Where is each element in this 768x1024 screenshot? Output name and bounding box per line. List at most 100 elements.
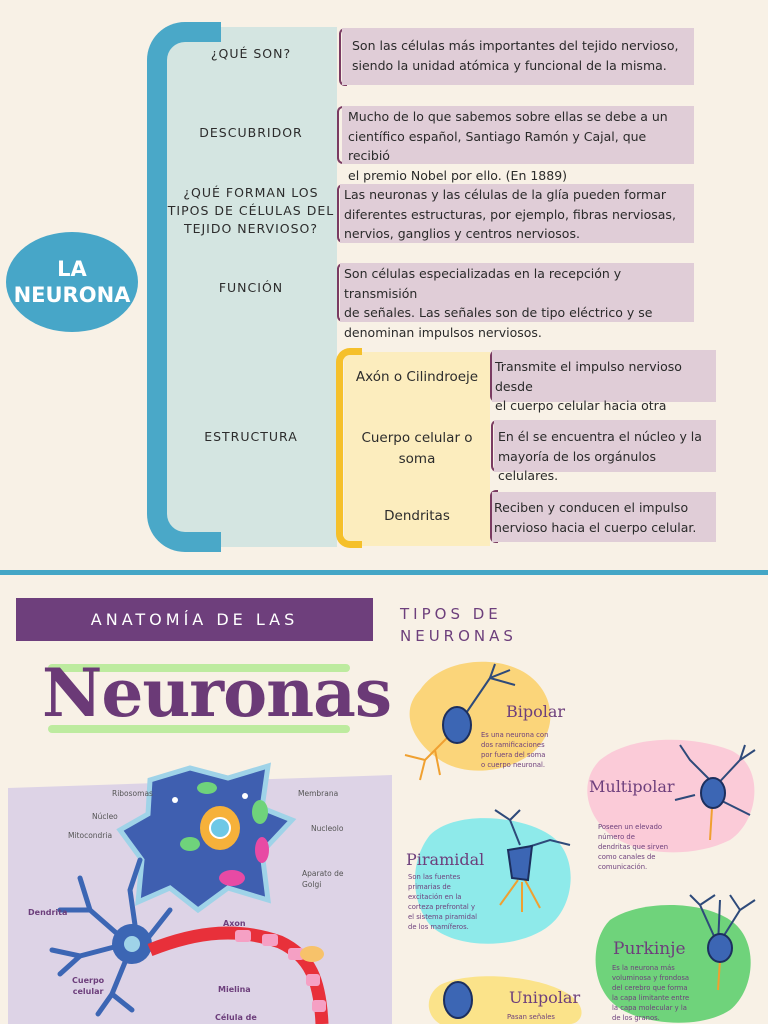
label-line: Cuerpo xyxy=(72,976,105,985)
center-title-line1: LA xyxy=(57,256,87,281)
question-que-son: ¿QUÉ SON? xyxy=(210,46,292,61)
question-line: ¿QUÉ FORMAN LOS xyxy=(183,185,319,200)
anatomy-banner: ANATOMÍA DE LAS xyxy=(16,598,373,641)
title-highlight-top xyxy=(48,664,350,672)
purkinje-blob xyxy=(595,905,751,1023)
type-bipolar-desc: Es una neurona con dos ramificaciones po… xyxy=(481,730,548,770)
type-purkinje-title: Purkinje xyxy=(613,939,686,959)
answer-line: Son células especializadas en la recepci… xyxy=(344,266,622,301)
bipolar-dendrites xyxy=(404,734,451,781)
answer-line: científico español, Santiago Ramón y Caj… xyxy=(348,128,647,164)
label-line: Aparato de xyxy=(302,869,344,878)
answer-line: Reciben y conducen el impulso xyxy=(494,500,689,515)
answer-cuerpo: En él se encuentra el núcleo y la mayorí… xyxy=(494,420,716,483)
desc-line: del cerebro que forma xyxy=(612,984,688,992)
answer-axon: Transmite el impulso nervioso desde el c… xyxy=(492,350,716,433)
desc-line: la capa molecular y la xyxy=(612,1004,687,1012)
desc-line: Es una neurona con xyxy=(481,731,549,739)
banner-text: ANATOMÍA DE LAS xyxy=(90,610,299,629)
answer-bracket xyxy=(337,106,345,164)
neuron-anatomy-illustration xyxy=(8,762,392,1024)
label-line: celular xyxy=(72,987,104,996)
answer-line: nervioso hacia el cuerpo celular. xyxy=(494,519,697,535)
question-line: TEJIDO NERVIOSO? xyxy=(183,221,319,236)
answer-que-son: Son las células más importantes del teji… xyxy=(342,28,694,85)
question-estructura: ESTRUCTURA xyxy=(204,429,298,444)
answer-dendritas: Reciben y conducen el impulso nervioso h… xyxy=(492,492,716,542)
mitochondria xyxy=(180,837,200,851)
answer-bracket xyxy=(490,490,498,543)
answer-descubridor: Mucho de lo que sabemos sobre ellas se d… xyxy=(342,106,694,183)
multipolar-blob xyxy=(587,739,755,853)
organelle xyxy=(252,800,268,824)
nucleolus xyxy=(209,817,231,839)
desc-line: el sistema piramidal xyxy=(408,913,478,921)
type-piramidal-title: Piramidal xyxy=(406,850,485,869)
label-mielina: Mielina xyxy=(218,985,251,994)
part-line: Cuerpo celular o xyxy=(361,430,473,446)
structure-bracket xyxy=(336,348,362,548)
label-dendrita: Dendrita xyxy=(28,908,68,917)
label-line: Golgi xyxy=(302,880,322,889)
desc-line: excitación en la xyxy=(408,893,462,901)
type-purkinje-desc: Es la neurona más voluminosa y frondosa … xyxy=(612,963,689,1023)
center-circle: LA NEURONA xyxy=(6,232,138,332)
desc-line: Son las fuentes xyxy=(408,873,461,881)
questions-panel xyxy=(165,27,337,547)
part-cuerpo: Cuerpo celular o soma xyxy=(344,428,490,470)
neuronas-title: Neuronas xyxy=(42,654,392,732)
dendrites xyxy=(49,857,173,1017)
type-multipolar-title: Multipolar xyxy=(589,777,675,796)
answer-line: diferentes estructuras, por ejemplo, fib… xyxy=(344,206,676,222)
title-highlight-bottom xyxy=(48,725,350,733)
axon xyxy=(147,926,329,1024)
desc-line: la capa limitante entre xyxy=(612,994,690,1002)
answer-line: Mucho de lo que sabemos sobre ellas se d… xyxy=(348,109,668,124)
desc-line: voluminosa y frondosa xyxy=(612,974,690,982)
answer-line: Son las células más importantes del teji… xyxy=(352,38,679,53)
center-title-line2: NEURONA xyxy=(13,283,131,307)
part-axon: Axón o Cilindroeje xyxy=(355,369,479,385)
answer-line: En él se encuentra el núcleo y la xyxy=(498,429,702,444)
desc-line: Poseen un elevado xyxy=(598,823,663,831)
desc-line: Es la neurona más xyxy=(612,964,675,972)
question-line: TIPOS DE CÉLULAS DEL xyxy=(167,203,335,218)
ribosome-cluster xyxy=(197,782,217,794)
answer-line: siendo la unidad atómica y funcional de … xyxy=(352,57,667,73)
neuron-nucleus xyxy=(124,936,140,952)
label-nucleo: Núcleo xyxy=(92,812,118,821)
label-ribosomas: Ribosomas xyxy=(112,789,153,798)
desc-line: o cuerpo neuronal. xyxy=(481,761,546,769)
label-nucleolo: Nucleolo xyxy=(311,824,344,833)
type-unipolar-desc: Pasan señales xyxy=(507,1013,555,1021)
ribosome xyxy=(242,793,248,799)
type-bipolar-title: Bipolar xyxy=(506,702,566,721)
type-piramidal-desc: Son las fuentes primarias de excitación … xyxy=(408,872,477,932)
multipolar-neuron xyxy=(674,744,756,816)
question-descubridor: DESCUBRIDOR xyxy=(199,125,303,140)
tipos-heading: TIPOS DE NEURONAS xyxy=(400,603,517,647)
desc-line: como canales de xyxy=(598,853,656,861)
answer-line: mayoría de los orgánulos celulares. xyxy=(498,448,656,484)
golgi-apparatus xyxy=(219,870,245,886)
question-funcion: FUNCIÓN xyxy=(218,280,284,295)
multipolar-soma xyxy=(700,777,726,809)
purkinje-soma xyxy=(707,933,733,963)
answer-que-forman: Las neuronas y las células de la glía pu… xyxy=(340,184,694,243)
part-dendritas: Dendritas xyxy=(384,508,450,524)
section-divider xyxy=(0,570,768,575)
label-axon: Axon xyxy=(223,919,246,928)
desc-line: de los mamíferos. xyxy=(408,923,469,931)
structure-panel xyxy=(344,352,490,546)
label-celula-de: Célula de xyxy=(215,1013,257,1022)
neuron-types-illustration xyxy=(404,661,756,1024)
purkinje-axon xyxy=(717,959,721,991)
bipolar-soma xyxy=(442,706,472,744)
desc-line: número de xyxy=(598,833,635,841)
answer-line: Las neuronas y las células de la glía pu… xyxy=(344,187,667,202)
tipos-line: TIPOS DE xyxy=(400,605,502,623)
type-multipolar-desc: Poseen un elevado número de dendritas qu… xyxy=(598,822,668,872)
main-bracket xyxy=(147,22,221,552)
unipolar-soma xyxy=(443,981,473,1019)
desc-line: primarias de xyxy=(408,883,451,891)
